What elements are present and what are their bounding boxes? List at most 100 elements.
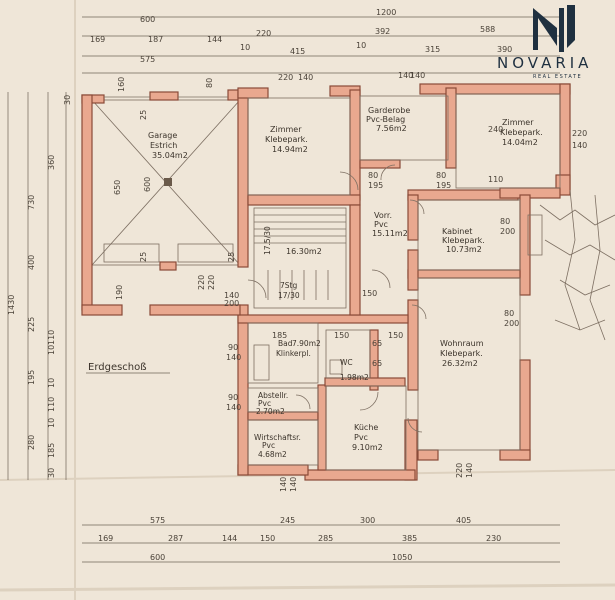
dim-left-7: 30 [63, 95, 72, 105]
terrace-stones [527, 189, 615, 341]
dim-bot-8: 150 [260, 534, 275, 543]
dim-left-11: 110 [47, 397, 56, 412]
idim-41: 80 [205, 78, 214, 88]
dim-bot-4: 405 [456, 516, 471, 525]
dim-bot-11: 230 [486, 534, 501, 543]
idim-19: 65 [372, 339, 382, 348]
room-labels: Garage Estrich 35.04m2 Zimmer Klebepark.… [148, 106, 543, 459]
dim-left-1: 730 [27, 195, 36, 210]
idim-38: 25 [139, 252, 148, 262]
dim-left-10: 10 [47, 378, 56, 388]
room-zimmer2-name: Zimmer [502, 118, 534, 127]
idim-21: 140 [224, 291, 239, 300]
room-zimmer1-name: Zimmer [270, 125, 302, 134]
idim-24: 140 [226, 353, 241, 362]
idim-37: 220 [207, 275, 216, 290]
brand-logo: NOVARIA REAL ESTATE [497, 5, 592, 80]
idim-22: 200 [224, 299, 239, 308]
idim-36: 220 [197, 275, 206, 290]
room-abstell-area: 2.70m2 [256, 407, 285, 416]
stair-ratio: 17/30 [278, 291, 300, 300]
idim-20: 65 [372, 359, 382, 368]
idim-35: 190 [115, 285, 124, 300]
dimension-bottom: 575 245 300 405 169 287 144 150 285 385 … [82, 516, 560, 563]
brand-name: NOVARIA [497, 54, 592, 72]
brand-tagline: REAL ESTATE [533, 74, 582, 80]
dim-top-3: 588 [480, 25, 495, 34]
room-vorr-area: 15.11m2 [372, 229, 408, 238]
stair-ratio-side: 17.5/30 [263, 226, 272, 255]
dim-left-5: 195 [27, 370, 36, 385]
idim-30: 220 [455, 463, 464, 478]
paper-fold [0, 583, 615, 592]
dim-top-12: 315 [425, 45, 440, 54]
floor-drain-icon [164, 178, 172, 186]
dim-top-10: 575 [140, 55, 155, 64]
dim-top-4: 169 [90, 35, 105, 44]
idim-16: 150 [334, 331, 349, 340]
idim-29: 140 [289, 477, 298, 492]
idim-40: 160 [117, 77, 126, 92]
room-wohnraum-sub: Klebepark. [440, 349, 483, 358]
idim-6: 240 [488, 125, 503, 134]
room-kueche-sub: Pvc [354, 433, 368, 442]
dim-left-14: 30 [47, 468, 56, 478]
novaria-n-icon [533, 5, 575, 52]
room-wirtschaft-area: 4.68m2 [258, 450, 287, 459]
room-kabinet-name: Kabinet [442, 227, 472, 236]
room-wohnraum-name: Wohnraum [440, 339, 484, 348]
idim-17: 150 [388, 331, 403, 340]
room-garage-name: Garage [148, 131, 177, 140]
room-wc-area: 1.98m2 [340, 373, 369, 382]
idim-7: 110 [488, 175, 503, 184]
staircase: 7Stg 17/30 17.5/30 [253, 207, 347, 309]
idim-2: 140 [398, 71, 413, 80]
dim-top-11: 415 [290, 47, 305, 56]
idim-25: 90 [228, 393, 238, 402]
idim-32: 650 [113, 180, 122, 195]
room-bad-area: 7.90m2 [292, 339, 321, 348]
room-garderobe-name: Garderobe [368, 106, 410, 115]
stair-label: 7Stg [280, 281, 297, 290]
door-swings [247, 164, 427, 433]
idim-31: 140 [465, 463, 474, 478]
dim-top-2: 392 [375, 27, 390, 36]
room-vorr-sub: Pvc [374, 220, 388, 229]
room-wirtschaft-sub: Pvc [262, 441, 275, 450]
dim-bot-7: 144 [222, 534, 237, 543]
idim-33: 600 [143, 177, 152, 192]
idim-28: 140 [279, 477, 288, 492]
dim-bot-2: 245 [280, 516, 295, 525]
room-abstell-name: Abstellr. [258, 391, 288, 400]
dim-top-overall: 1200 [376, 8, 396, 17]
dim-bot-3: 300 [360, 516, 375, 525]
dim-top-9: 10 [356, 41, 366, 50]
idim-27: 185 [272, 331, 287, 340]
dim-top-8: 10 [240, 43, 250, 52]
dim-top-7: 220 [256, 29, 271, 38]
room-wohnraum-area: 26.32m2 [442, 359, 478, 368]
room-zimmer1-sub: Klebepark. [265, 135, 308, 144]
dimension-left: 1430 730 400 360 225 195 280 30 10 110 1… [7, 92, 72, 480]
dim-top-1: 600 [140, 15, 155, 24]
floor-label: Erdgeschoß [88, 362, 147, 373]
dim-top-13: 390 [497, 45, 512, 54]
room-wirtschaft-name: Wirtschaftsr. [254, 433, 301, 442]
dim-left-8: 10 [47, 345, 56, 355]
idim-34: 25 [139, 110, 148, 120]
room-garderobe-area: 7.56m2 [376, 124, 407, 133]
room-vorr-name: Vorr. [374, 211, 392, 220]
idim-26: 140 [226, 403, 241, 412]
dim-bot-9: 285 [318, 534, 333, 543]
dimension-top: 1200 600 392 588 169 187 144 220 10 10 5… [82, 8, 560, 74]
dim-bot-1: 575 [150, 516, 165, 525]
dim-left-13: 185 [47, 443, 56, 458]
idim-15: 200 [504, 319, 519, 328]
interior-outlines [247, 93, 561, 471]
bath-fixtures [253, 344, 343, 381]
room-garderobe-sub: Pvc-Belag [366, 115, 405, 124]
inner-dimensions: 220 140 140 140 220 140 240 110 80 195 8… [113, 71, 587, 492]
idim-1: 140 [298, 73, 313, 82]
dim-bot-10: 385 [402, 534, 417, 543]
